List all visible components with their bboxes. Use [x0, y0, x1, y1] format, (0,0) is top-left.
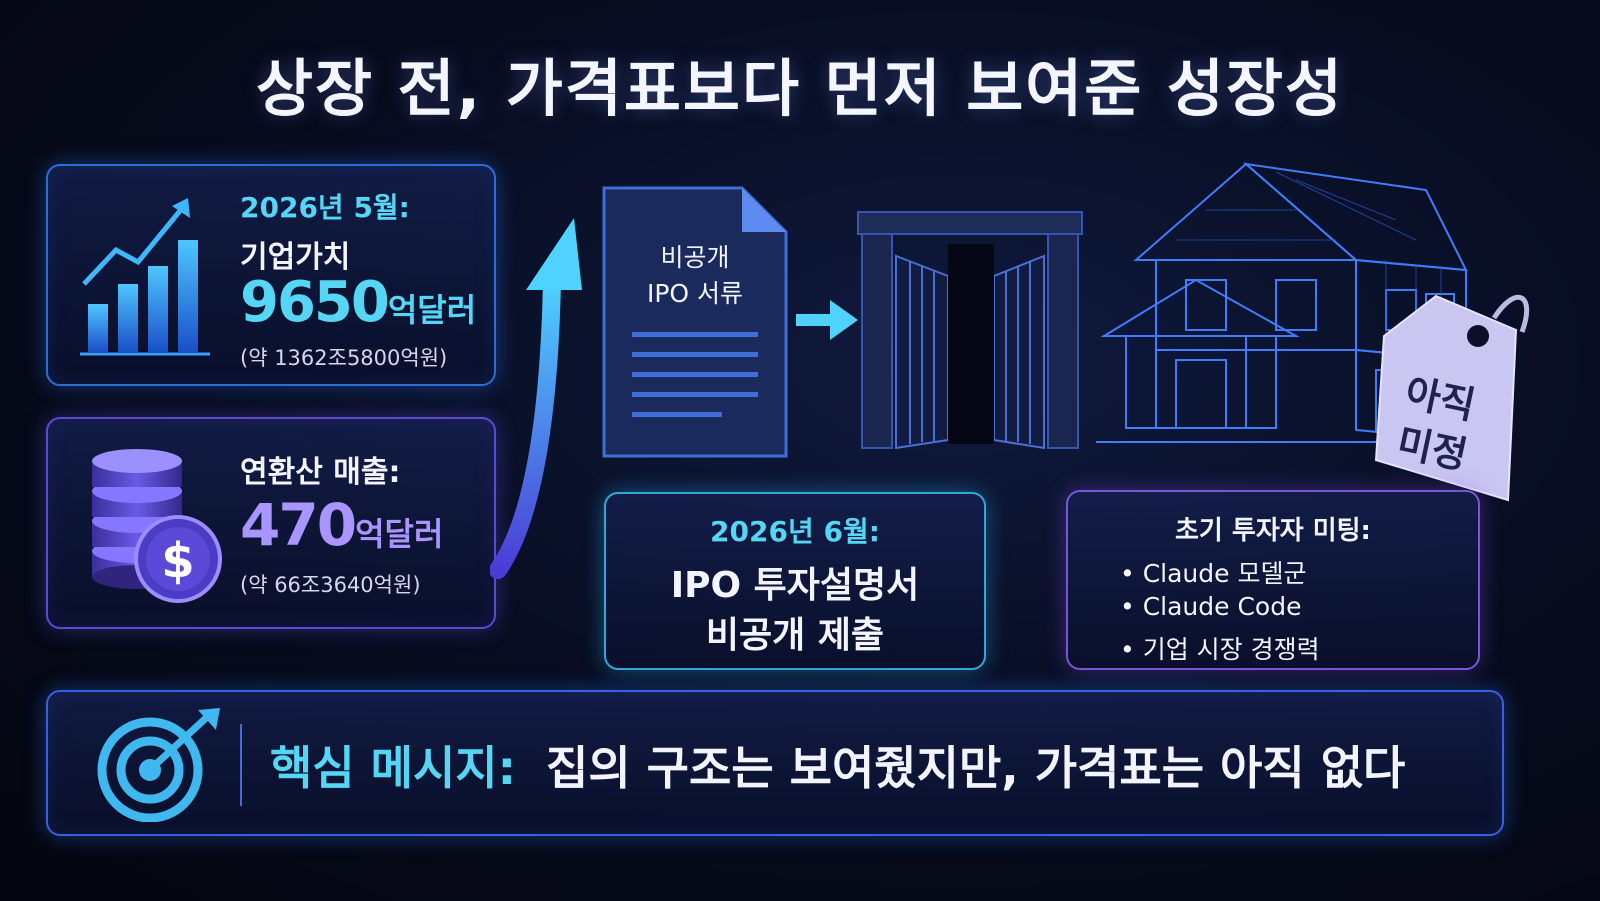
- page-title: 상장 전, 가격표보다 먼저 보여준 성장성: [255, 52, 1345, 125]
- price-tag-icon: [1374, 294, 1530, 502]
- valuation-label: 기업가치: [240, 240, 351, 275]
- message-label: 핵심 메시지:: [270, 741, 517, 795]
- key-message-bar: 핵심 메시지: 집의 구조는 보여줬지만, 가격표는 아직 없다: [46, 690, 1504, 836]
- revenue-unit: 억달러: [355, 515, 444, 553]
- meeting-item-text: Claude Code: [1142, 592, 1302, 621]
- valuation-unit: 억달러: [387, 291, 477, 329]
- message-row: 핵심 메시지: 집의 구조는 보여줬지만, 가격표는 아직 없다: [270, 732, 1405, 798]
- valuation-note: (약 1362조5800억원): [240, 346, 448, 370]
- revenue-label: 연환산 매출:: [240, 455, 401, 490]
- message-divider: [240, 724, 242, 806]
- message-text: 집의 구조는 보여줬지만, 가격표는 아직 없다: [546, 741, 1406, 795]
- valuation-card: 2026년 5월: 기업가치 9650억달러 (약 1362조5800억원): [46, 164, 496, 386]
- ipo-line2: 비공개 제출: [705, 615, 885, 656]
- ipo-line1: IPO 투자설명서: [670, 565, 920, 606]
- meeting-item-text: Claude 모델군: [1142, 559, 1307, 588]
- revenue-note: (약 66조3640억원): [240, 573, 421, 597]
- coin-stack-icon: $: [92, 449, 222, 603]
- investor-meeting-card: 초기 투자자 미팅: • Claude 모델군 • Claude Code • …: [1066, 490, 1480, 670]
- ipo-filing-card: 2026년 6월: IPO 투자설명서 비공개 제출: [604, 492, 986, 670]
- document-icon: [602, 186, 788, 458]
- growth-chart-icon: [80, 198, 210, 356]
- price-tag: 아직 미정: [1366, 276, 1538, 506]
- ipo-date: 2026년 6월:: [710, 515, 880, 548]
- valuation-date: 2026년 5월:: [240, 191, 410, 224]
- meeting-item: • Claude Code: [1120, 592, 1302, 621]
- document-line1: 비공개: [660, 243, 730, 272]
- document-line2: IPO 서류: [646, 279, 744, 308]
- growth-arrow-icon: [490, 218, 582, 579]
- revenue-card: $ 연환산 매출: 470억달러 (약 66조3640억원): [46, 417, 496, 629]
- revenue-amount-row: 470억달러: [240, 491, 443, 559]
- target-icon: [97, 708, 220, 822]
- right-arrow-icon: [796, 300, 858, 340]
- valuation-amount: 9650: [240, 270, 390, 335]
- revenue-amount: 470: [240, 491, 357, 559]
- open-gate-icon: [857, 211, 1083, 450]
- svg-text:$: $: [161, 533, 194, 589]
- ipo-document: 비공개 IPO 서류: [602, 186, 788, 458]
- meeting-item-text: 기업 시장 경쟁력: [1142, 635, 1320, 664]
- meeting-item: • 기업 시장 경쟁력: [1120, 635, 1320, 664]
- meeting-title: 초기 투자자 미팅:: [1175, 516, 1371, 546]
- valuation-amount-row: 9650억달러: [240, 270, 476, 335]
- meeting-item: • Claude 모델군: [1120, 559, 1307, 588]
